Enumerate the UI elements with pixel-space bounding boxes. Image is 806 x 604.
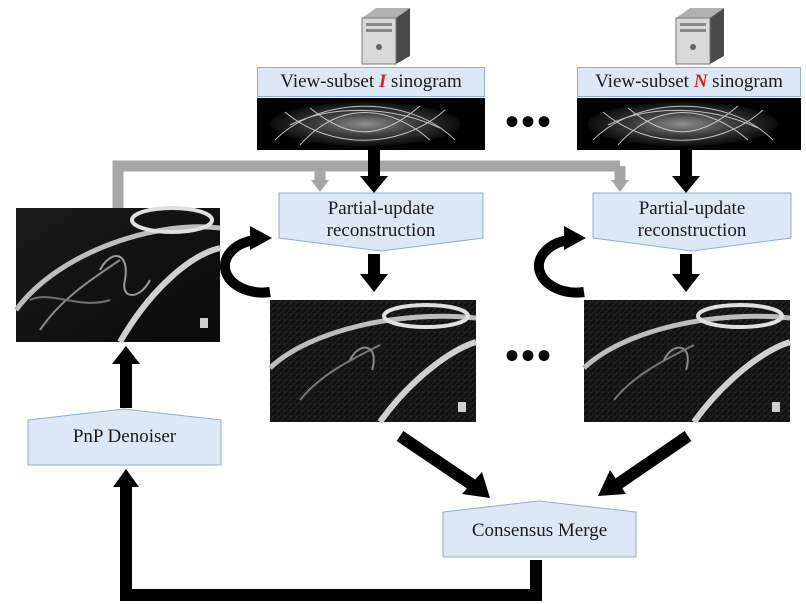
ct-slice-image bbox=[582, 300, 791, 424]
loop-arrow-icon bbox=[533, 226, 586, 298]
partial-update-box-n: Partial-update reconstruction bbox=[592, 192, 792, 252]
arrows-to-consensus bbox=[396, 431, 692, 498]
subset-last-variable: N bbox=[693, 71, 708, 93]
pnp-denoiser-label: PnP Denoiser bbox=[72, 426, 177, 447]
view-subset-first-label: View-subset I sinogram bbox=[257, 67, 485, 97]
sinogram-image bbox=[577, 98, 801, 150]
gray-arrowhead-1 bbox=[311, 180, 329, 192]
subset-first-prefix: View-subset bbox=[280, 71, 375, 93]
subset-first-suffix: sinogram bbox=[391, 71, 462, 93]
pnp-denoiser-box: PnP Denoiser bbox=[27, 408, 222, 466]
computer-tower-icon bbox=[675, 8, 724, 65]
loop-arrow-icon bbox=[219, 226, 272, 298]
subset-last-suffix: sinogram bbox=[712, 71, 783, 93]
subset-first-variable: I bbox=[378, 71, 387, 93]
partial-update-line1: Partial-update bbox=[638, 198, 746, 219]
partial-update-line1: Partial-update bbox=[327, 198, 435, 219]
feedback-black-loop bbox=[120, 485, 542, 601]
subset-last-prefix: View-subset bbox=[595, 71, 689, 93]
gray-arrowhead-2 bbox=[611, 180, 629, 192]
consensus-merge-label: Consensus Merge bbox=[471, 520, 608, 541]
black-arrows-sino-to-update bbox=[360, 150, 700, 193]
sinogram-image bbox=[257, 98, 485, 150]
feedback-gray-arrows bbox=[112, 160, 626, 208]
arrow-denoiser-to-image bbox=[112, 346, 140, 408]
ellipsis-middle: ••• bbox=[505, 333, 554, 378]
ellipsis-top: ••• bbox=[505, 99, 554, 144]
computer-tower-icon bbox=[361, 8, 410, 65]
partial-update-box-1: Partial-update reconstruction bbox=[278, 192, 484, 252]
partial-update-line2: reconstruction bbox=[326, 219, 436, 241]
ct-slice-image bbox=[13, 206, 221, 344]
ct-slice-image bbox=[268, 300, 477, 424]
view-subset-last-label: View-subset N sinogram bbox=[577, 67, 801, 97]
consensus-merge-box: Consensus Merge bbox=[442, 500, 637, 558]
partial-update-line2: reconstruction bbox=[637, 219, 747, 241]
black-arrowhead-up bbox=[113, 469, 139, 487]
black-arrows-update-to-image bbox=[360, 254, 700, 292]
